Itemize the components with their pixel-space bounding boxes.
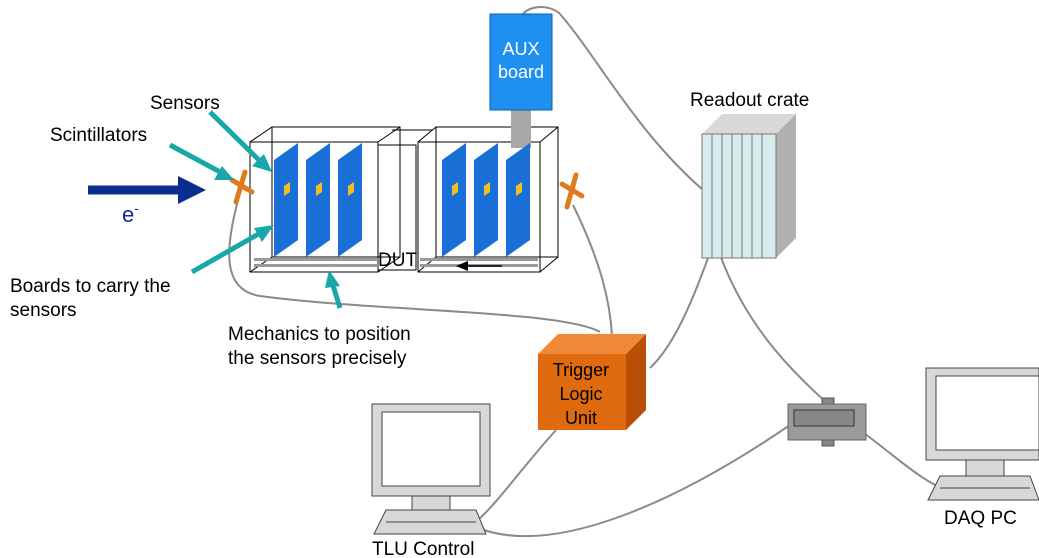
scintillators-label: Scintillators — [50, 125, 147, 146]
pointer-arrows — [168, 110, 343, 309]
mechanics-label-line1: Mechanics to position — [228, 324, 411, 345]
cable-scint-left-loop — [228, 199, 601, 333]
sensor-chips — [284, 182, 522, 196]
cable-aux-to-crate — [519, 6, 716, 201]
aux-label-line1: AUX — [502, 39, 539, 59]
trigger-logic-unit: Trigger Logic Unit — [538, 334, 646, 430]
cable-tlu-to-control — [477, 429, 557, 521]
cable-crate-to-hub — [714, 239, 827, 403]
aux-connector-post — [511, 110, 531, 148]
sensor-plane-1 — [274, 143, 298, 257]
dut-frame — [377, 129, 432, 271]
beam-arrow — [88, 176, 206, 204]
sensor-planes — [274, 143, 530, 257]
pointer-boards — [190, 229, 264, 275]
computer-monitor-icon — [925, 367, 1039, 501]
pointer-scintillators — [168, 142, 224, 176]
mechanics-label-line2: the sensors precisely — [228, 348, 407, 369]
aux-board: AUX board — [489, 13, 553, 111]
readout-crate — [701, 114, 796, 259]
tlu-control-computer: TLU Control — [371, 403, 491, 558]
aux-label-line2: board — [498, 62, 544, 82]
dut-slide-arrow — [456, 261, 502, 271]
computer-monitor-icon — [371, 403, 491, 535]
electron-label: e- — [122, 200, 139, 227]
network-hub-icon — [787, 397, 867, 447]
tlu-label-line3: Unit — [565, 408, 597, 428]
cable-control-to-hub — [483, 424, 791, 538]
pointer-sensors — [208, 110, 264, 165]
readout-crate-label: Readout crate — [690, 90, 809, 111]
daq-pc-label: DAQ PC — [944, 508, 1017, 529]
scintillator-left — [229, 169, 255, 205]
sensors-label: Sensors — [150, 93, 220, 114]
cable-scint-to-tlu — [572, 204, 613, 337]
boards-label-line1: Boards to carry the — [10, 276, 171, 297]
daq-pc-computer: DAQ PC — [925, 367, 1039, 529]
tlu-control-label: TLU Control — [372, 539, 474, 558]
boards-label-line2: sensors — [10, 300, 77, 321]
scintillator-right — [559, 172, 585, 210]
dut-label: DUT — [378, 250, 417, 271]
sensor-plane-4 — [442, 143, 466, 257]
sensor-plane-2 — [306, 143, 330, 257]
tlu-label-line1: Trigger — [553, 360, 609, 380]
sensor-plane-6 — [506, 143, 530, 257]
tlu-label-line2: Logic — [559, 384, 602, 404]
sensor-plane-3 — [338, 143, 362, 257]
sensor-plane-5 — [474, 143, 498, 257]
